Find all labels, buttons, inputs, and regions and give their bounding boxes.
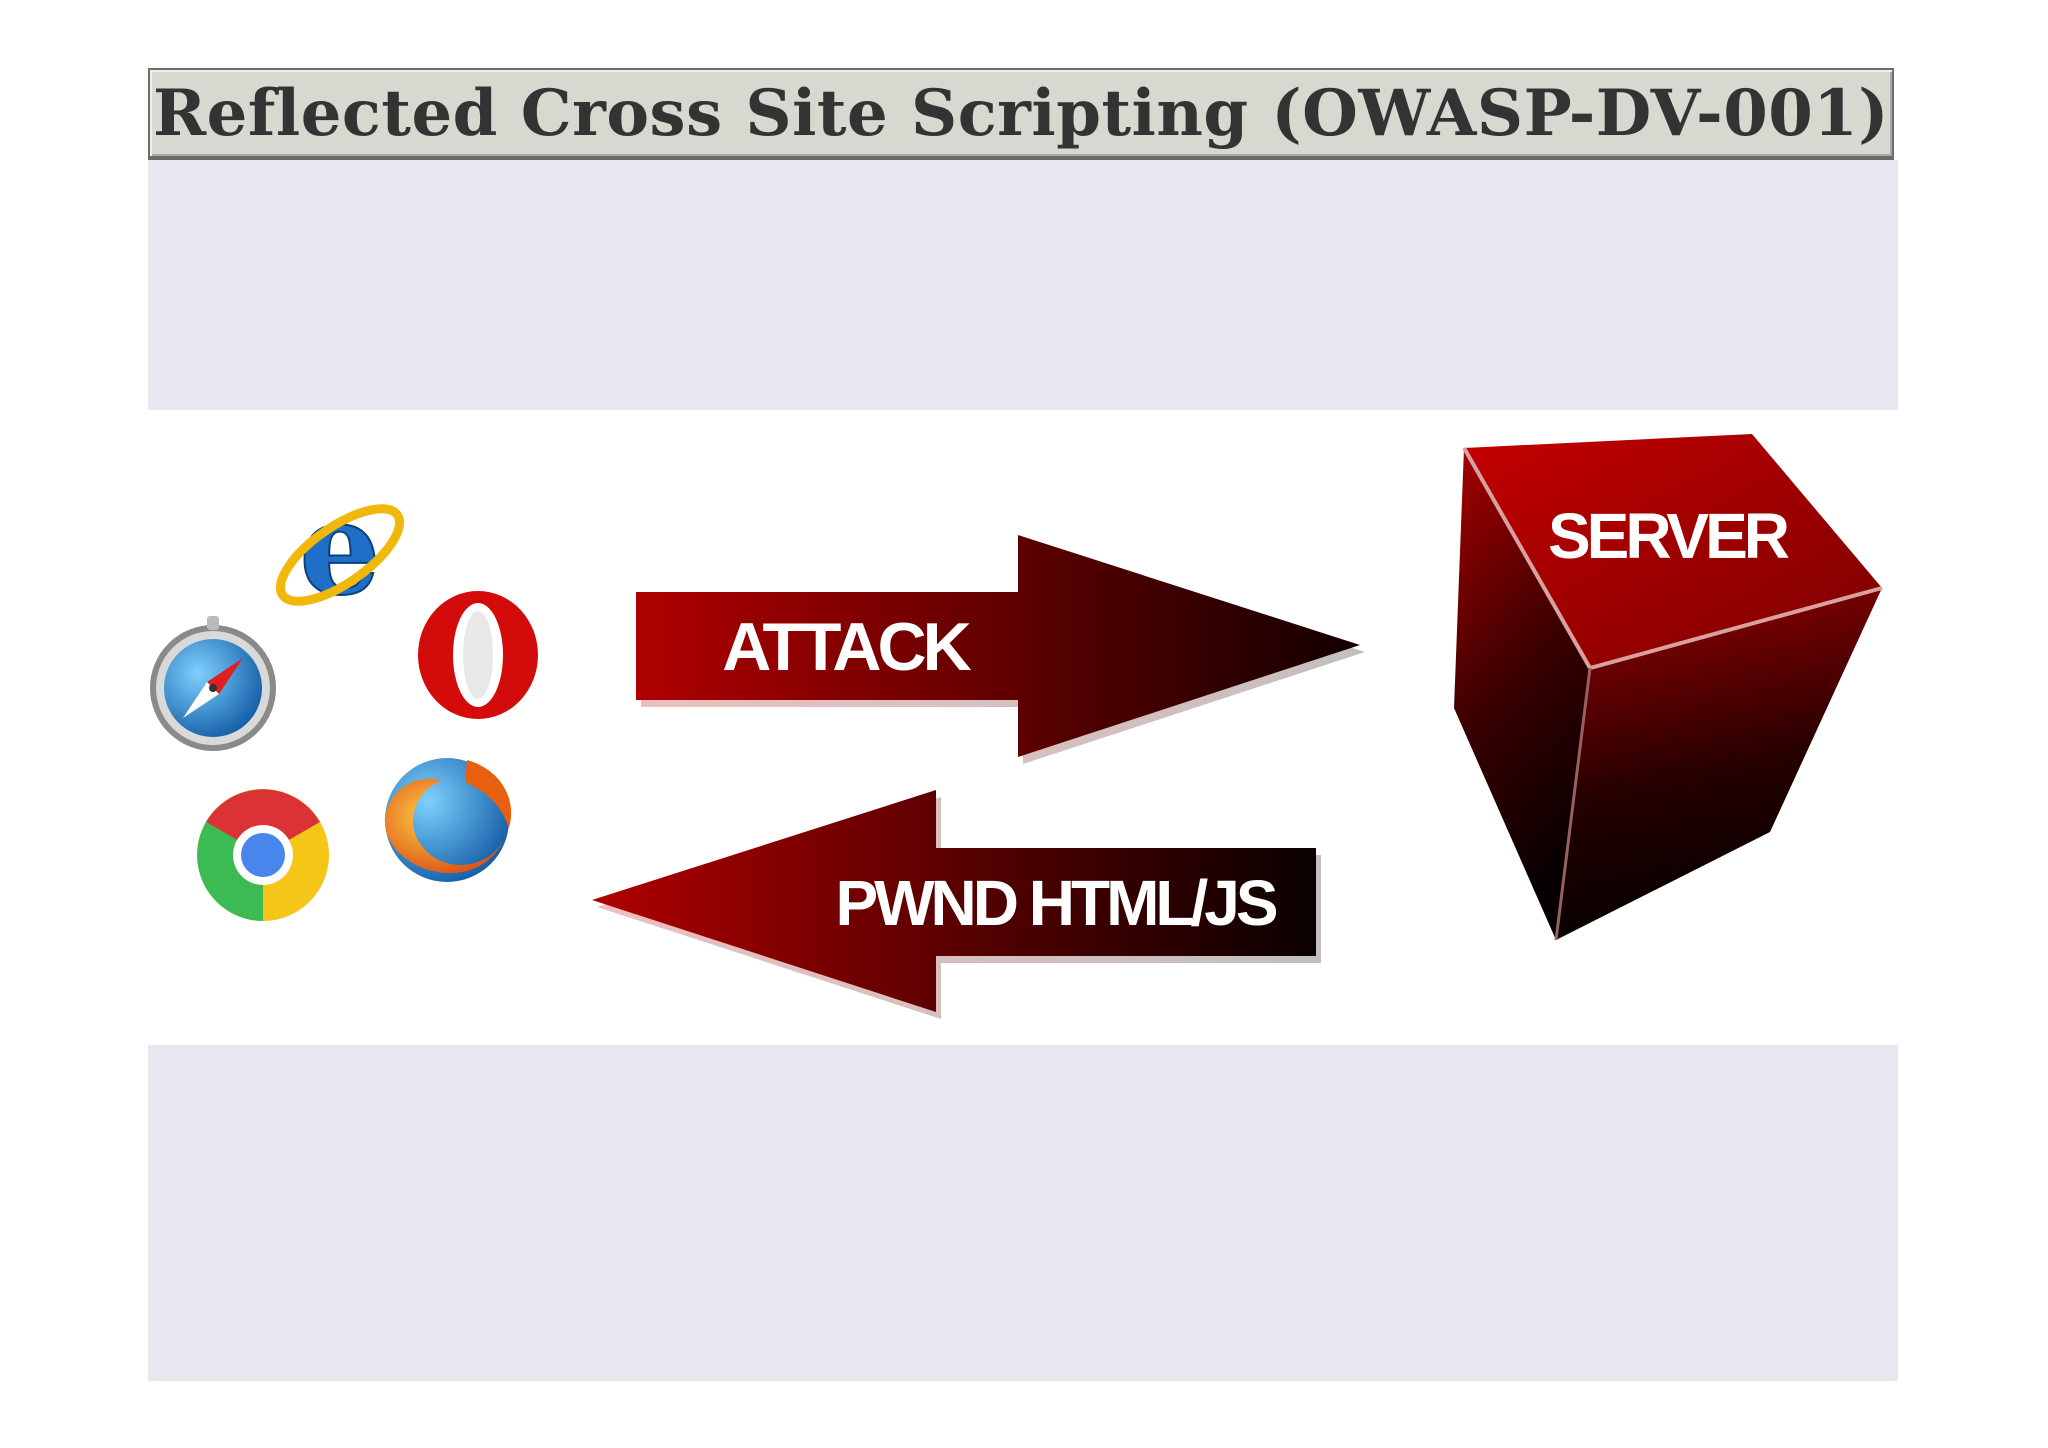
top-band (148, 160, 1898, 410)
server-label: SERVER (1548, 500, 1789, 572)
firefox-icon (384, 758, 512, 882)
slide-title: Reflected Cross Site Scripting (OWASP-DV… (152, 75, 1890, 151)
slide-title-bar: Reflected Cross Site Scripting (OWASP-DV… (148, 68, 1894, 158)
response-label: PWND HTML/JS (835, 867, 1276, 939)
internet-explorer-icon: e (275, 473, 405, 625)
bottom-band (148, 1045, 1898, 1381)
opera-icon (418, 591, 538, 719)
chrome-icon (197, 789, 329, 921)
browsers-group: e (150, 473, 538, 921)
response-arrow: PWND HTML/JS (592, 790, 1321, 1019)
attack-label: ATTACK (722, 609, 971, 685)
server-cube: SERVER (1454, 434, 1883, 941)
safari-icon (150, 616, 276, 751)
attack-arrow: ATTACK (636, 535, 1365, 764)
